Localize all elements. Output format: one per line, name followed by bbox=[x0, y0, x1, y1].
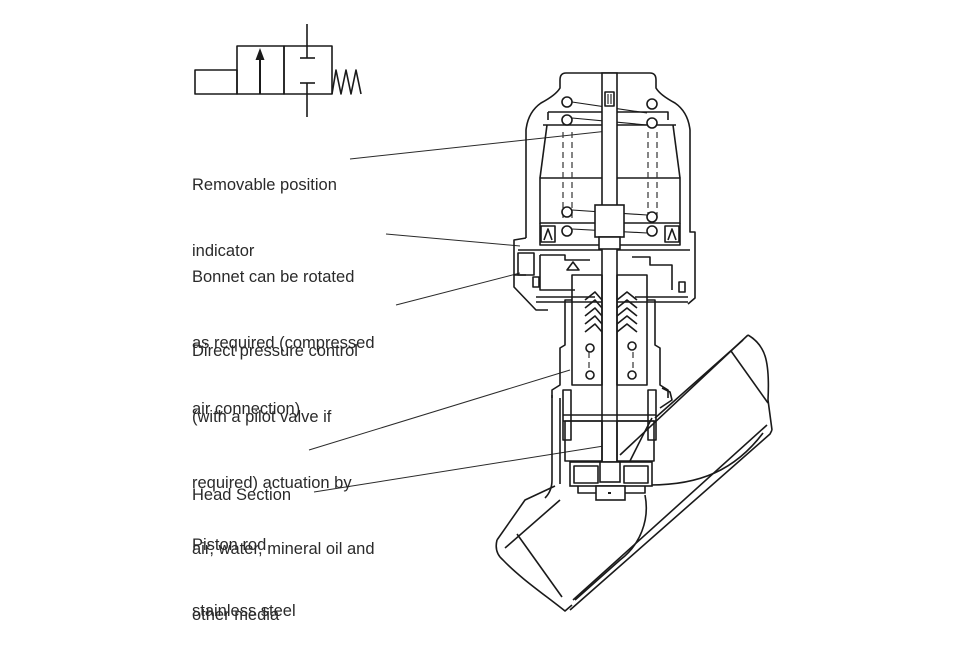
callout-line: Bonnet can be rotated bbox=[192, 268, 355, 286]
piston-rod bbox=[594, 72, 625, 464]
callout-line: indicator bbox=[192, 242, 255, 260]
callout-line: Piston rod bbox=[192, 536, 267, 554]
valve-schematic-symbol-icon bbox=[194, 24, 362, 117]
leader-bonnet bbox=[385, 233, 521, 247]
callout-head-section: Head Section bbox=[192, 440, 291, 528]
leader-pressure-control bbox=[395, 272, 521, 306]
callout-line: air connection) bbox=[192, 400, 301, 418]
callout-piston-rod: Piston rod stainless steel bbox=[192, 490, 296, 644]
callout-line: other media bbox=[192, 606, 280, 624]
callout-bonnet: Bonnet can be rotated as required (compr… bbox=[192, 222, 375, 442]
chevron-seal-right bbox=[616, 291, 638, 333]
valve-diagram bbox=[194, 24, 773, 612]
valve-disc bbox=[569, 461, 653, 501]
callout-line: (with a pilot valve if bbox=[192, 408, 332, 426]
chevron-seal-left bbox=[584, 291, 603, 333]
callout-line: Direct pressure control bbox=[192, 342, 358, 360]
callout-pressure-control: Direct pressure control (with a pilot va… bbox=[192, 296, 375, 648]
callout-line: air, water, mineral oil and bbox=[192, 540, 375, 558]
leader-head-section bbox=[308, 369, 571, 451]
callout-line: Head Section bbox=[192, 486, 292, 504]
callout-line: Removable position bbox=[192, 176, 337, 194]
leader-position-indicator bbox=[349, 130, 609, 160]
callout-line: stainless steel bbox=[192, 602, 296, 620]
callout-line: as required (compressed bbox=[192, 334, 375, 352]
callout-position-indicator: Removable position indicator bbox=[192, 130, 337, 284]
callout-line: required) actuation by bbox=[192, 474, 352, 492]
head-section bbox=[551, 274, 669, 462]
